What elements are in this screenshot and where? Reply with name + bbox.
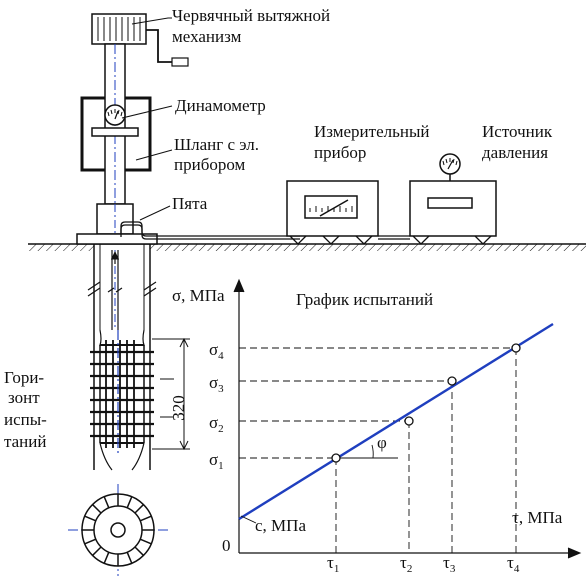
borehole xyxy=(87,244,157,470)
label-horizon-1: Гори- xyxy=(4,368,44,387)
y-axis-label: σ, МПа xyxy=(172,286,225,305)
label-hose-2: прибором xyxy=(174,155,246,174)
label-horizon-2: зонт xyxy=(8,388,40,407)
data-point xyxy=(331,453,341,463)
ground-surface xyxy=(28,243,586,251)
fit-line xyxy=(238,322,554,521)
dimension-320 xyxy=(152,337,190,451)
angle-label: φ xyxy=(377,433,387,452)
probe-spoke xyxy=(134,546,144,556)
label-measuring-1: Измерительный xyxy=(314,122,429,141)
chart-title: График испытаний xyxy=(296,290,433,309)
hose-line xyxy=(120,221,410,240)
x-axis-label: τ, МПа xyxy=(512,508,563,527)
dynamometer xyxy=(104,104,126,126)
frame xyxy=(80,96,152,172)
data-point xyxy=(447,376,457,386)
x-tick-label: τ4 xyxy=(507,553,520,575)
probe-cross-section xyxy=(68,484,170,576)
label-pressure-2: давления xyxy=(482,143,548,162)
data-point xyxy=(404,416,414,426)
angle-marker xyxy=(336,444,398,459)
label-measuring-2: прибор xyxy=(314,143,366,162)
probe-spoke xyxy=(139,538,152,545)
label-pressure-1: Источник xyxy=(482,122,553,141)
label-hose-1: Шланг с эл. xyxy=(174,135,259,154)
y-tick-label: σ1 xyxy=(209,450,224,472)
label-dynamometer: Динамометр xyxy=(175,96,266,115)
intercept-label: с, МПа xyxy=(255,516,306,535)
probe-spoke xyxy=(103,496,110,509)
label-heel: Пята xyxy=(172,194,208,213)
probe-spoke xyxy=(126,551,133,564)
label-worm-mechanism-1: Червячный вытяжной xyxy=(172,6,330,25)
labels-layer: Червячный вытяжной механизм Динамометр Ш… xyxy=(4,6,563,575)
probe-spoke xyxy=(84,538,97,545)
label-dimension: 320 xyxy=(169,395,188,421)
x-tick-label: τ3 xyxy=(443,553,456,575)
origin-label: 0 xyxy=(222,536,231,555)
probe-spoke xyxy=(134,504,144,514)
x-tick-label: τ2 xyxy=(400,553,412,575)
y-tick-label: σ2 xyxy=(209,413,224,435)
data-point xyxy=(511,343,521,353)
probe xyxy=(90,329,154,471)
pressure-source xyxy=(409,153,497,245)
y-tick-label: σ3 xyxy=(209,373,224,395)
heel-block xyxy=(76,203,158,245)
measuring-instrument xyxy=(286,180,379,245)
probe-spoke xyxy=(92,546,102,556)
test-chart xyxy=(233,278,582,559)
label-horizon-3: испы- xyxy=(4,410,47,429)
x-tick-label: τ1 xyxy=(327,553,339,575)
probe-spoke xyxy=(139,515,152,522)
probe-spoke xyxy=(84,515,97,522)
y-tick-label: σ4 xyxy=(209,340,224,362)
label-horizon-4: таний xyxy=(4,432,46,451)
probe-spoke xyxy=(103,551,110,564)
probe-spoke xyxy=(92,504,102,514)
label-worm-mechanism-2: механизм xyxy=(172,27,242,46)
probe-spoke xyxy=(126,496,133,509)
